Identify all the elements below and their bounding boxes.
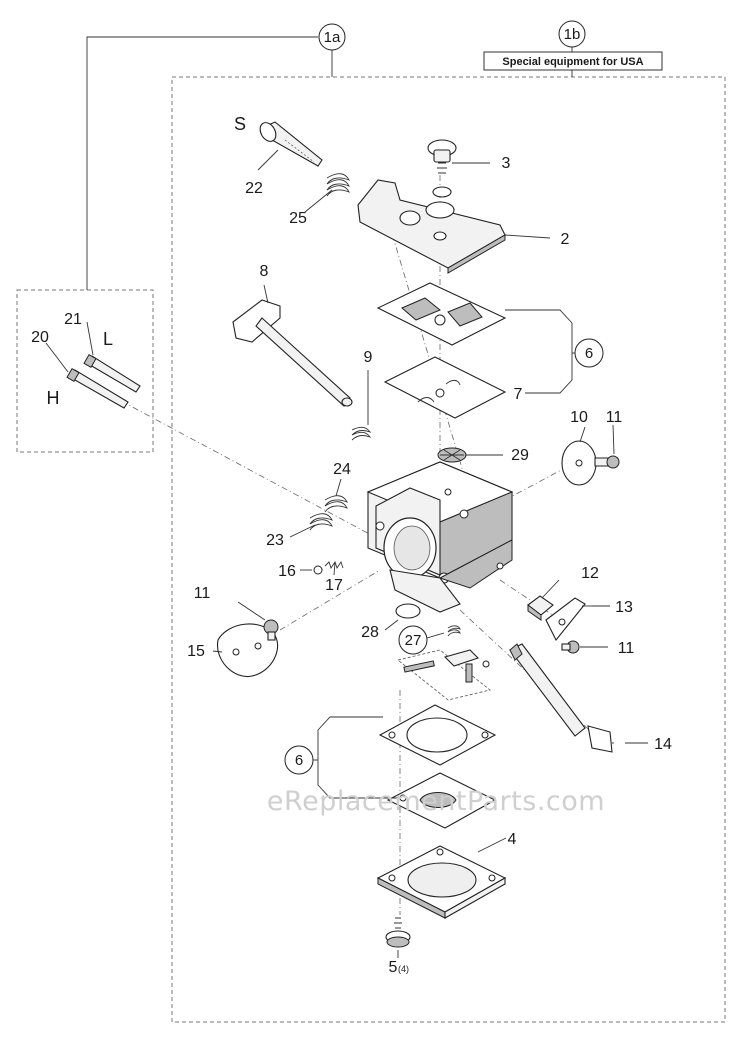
label-29: 29 [511, 447, 529, 464]
callout-1b: 1b [558, 20, 586, 48]
screw-3 [427, 139, 457, 198]
label-11-right: 11 [618, 640, 635, 657]
label-2: 2 [561, 231, 570, 248]
screw-11-left [263, 619, 279, 641]
callout-1b-text: 1b [564, 26, 581, 43]
label-5: 5 [389, 959, 398, 976]
label-h: H [47, 388, 60, 408]
needle-20 [66, 367, 129, 409]
label-25: 25 [289, 210, 307, 227]
label-21: 21 [64, 311, 82, 328]
leader-lines [45, 149, 615, 958]
plate-10 [561, 440, 597, 486]
gasket-bottom [378, 704, 497, 766]
label-11-top: 11 [606, 409, 623, 426]
callout-6-top: 6 [574, 338, 604, 368]
label-4: 4 [508, 831, 517, 848]
callout-6-top-text: 6 [585, 345, 593, 362]
callout-6-bottom-text: 6 [295, 752, 303, 769]
callout-27-text: 27 [405, 632, 422, 649]
special-equipment-note: Special equipment for USA [483, 51, 663, 71]
label-3: 3 [502, 155, 511, 172]
watermark: eReplacementParts.com [267, 786, 605, 817]
label-8: 8 [260, 263, 269, 280]
metering-cover-4 [376, 845, 507, 919]
label-11-left: 11 [194, 585, 211, 602]
special-equipment-text: Special equipment for USA [502, 56, 643, 68]
oring-28 [395, 603, 421, 619]
label-7: 7 [514, 386, 523, 403]
label-l: L [103, 329, 113, 349]
callout-1a: 1a [318, 23, 346, 51]
carburetor-body [366, 461, 514, 613]
screw-5 [385, 917, 411, 948]
cover-2 [357, 179, 506, 274]
spring-17 [324, 560, 344, 570]
metering-diaphragm [386, 772, 497, 829]
spring-24 [324, 495, 348, 513]
label-20: 20 [31, 329, 49, 346]
label-15: 15 [187, 643, 205, 660]
callout-1a-text: 1a [324, 29, 341, 46]
needle-21 [83, 353, 141, 393]
choke-plate-15 [216, 623, 279, 678]
label-dashes [592, 605, 648, 744]
needle-valve-kit-27 [397, 625, 491, 701]
spring-25 [326, 173, 350, 197]
label-17: 17 [325, 577, 343, 594]
label-13: 13 [615, 599, 633, 616]
label-10: 10 [570, 409, 588, 426]
screw-11-top [594, 455, 620, 469]
label-28: 28 [361, 624, 379, 641]
pump-diaphragm-7 [383, 356, 507, 419]
group-outline [16, 36, 726, 1023]
label-16: 16 [278, 563, 296, 580]
strainer-29 [437, 447, 467, 463]
label-12: 12 [581, 565, 599, 582]
callout-27: 27 [398, 625, 428, 655]
label-5-qty: (4) [398, 964, 409, 974]
label-s: S [234, 114, 246, 134]
screw-11-right [561, 640, 580, 654]
plate-13 [545, 597, 586, 642]
label-9: 9 [364, 349, 373, 366]
ball-16 [313, 565, 323, 575]
spring-23 [309, 513, 333, 531]
gasket-top [376, 282, 507, 346]
label-22: 22 [245, 180, 263, 197]
choke-shaft-14 [509, 643, 613, 753]
label-23: 23 [266, 532, 284, 549]
spring-9 [351, 426, 372, 441]
throttle-shaft-8 [232, 299, 353, 407]
label-14: 14 [654, 736, 672, 753]
callout-6-bottom: 6 [284, 745, 314, 775]
label-24: 24 [333, 461, 351, 478]
idle-screw-22 [259, 121, 323, 167]
part-labels: S L H 22 25 3 2 8 9 7 29 10 11 21 20 24 … [31, 114, 672, 976]
main-assembly-box [171, 76, 726, 1023]
bushing-12 [527, 595, 554, 621]
jet-needle-box [16, 289, 154, 453]
